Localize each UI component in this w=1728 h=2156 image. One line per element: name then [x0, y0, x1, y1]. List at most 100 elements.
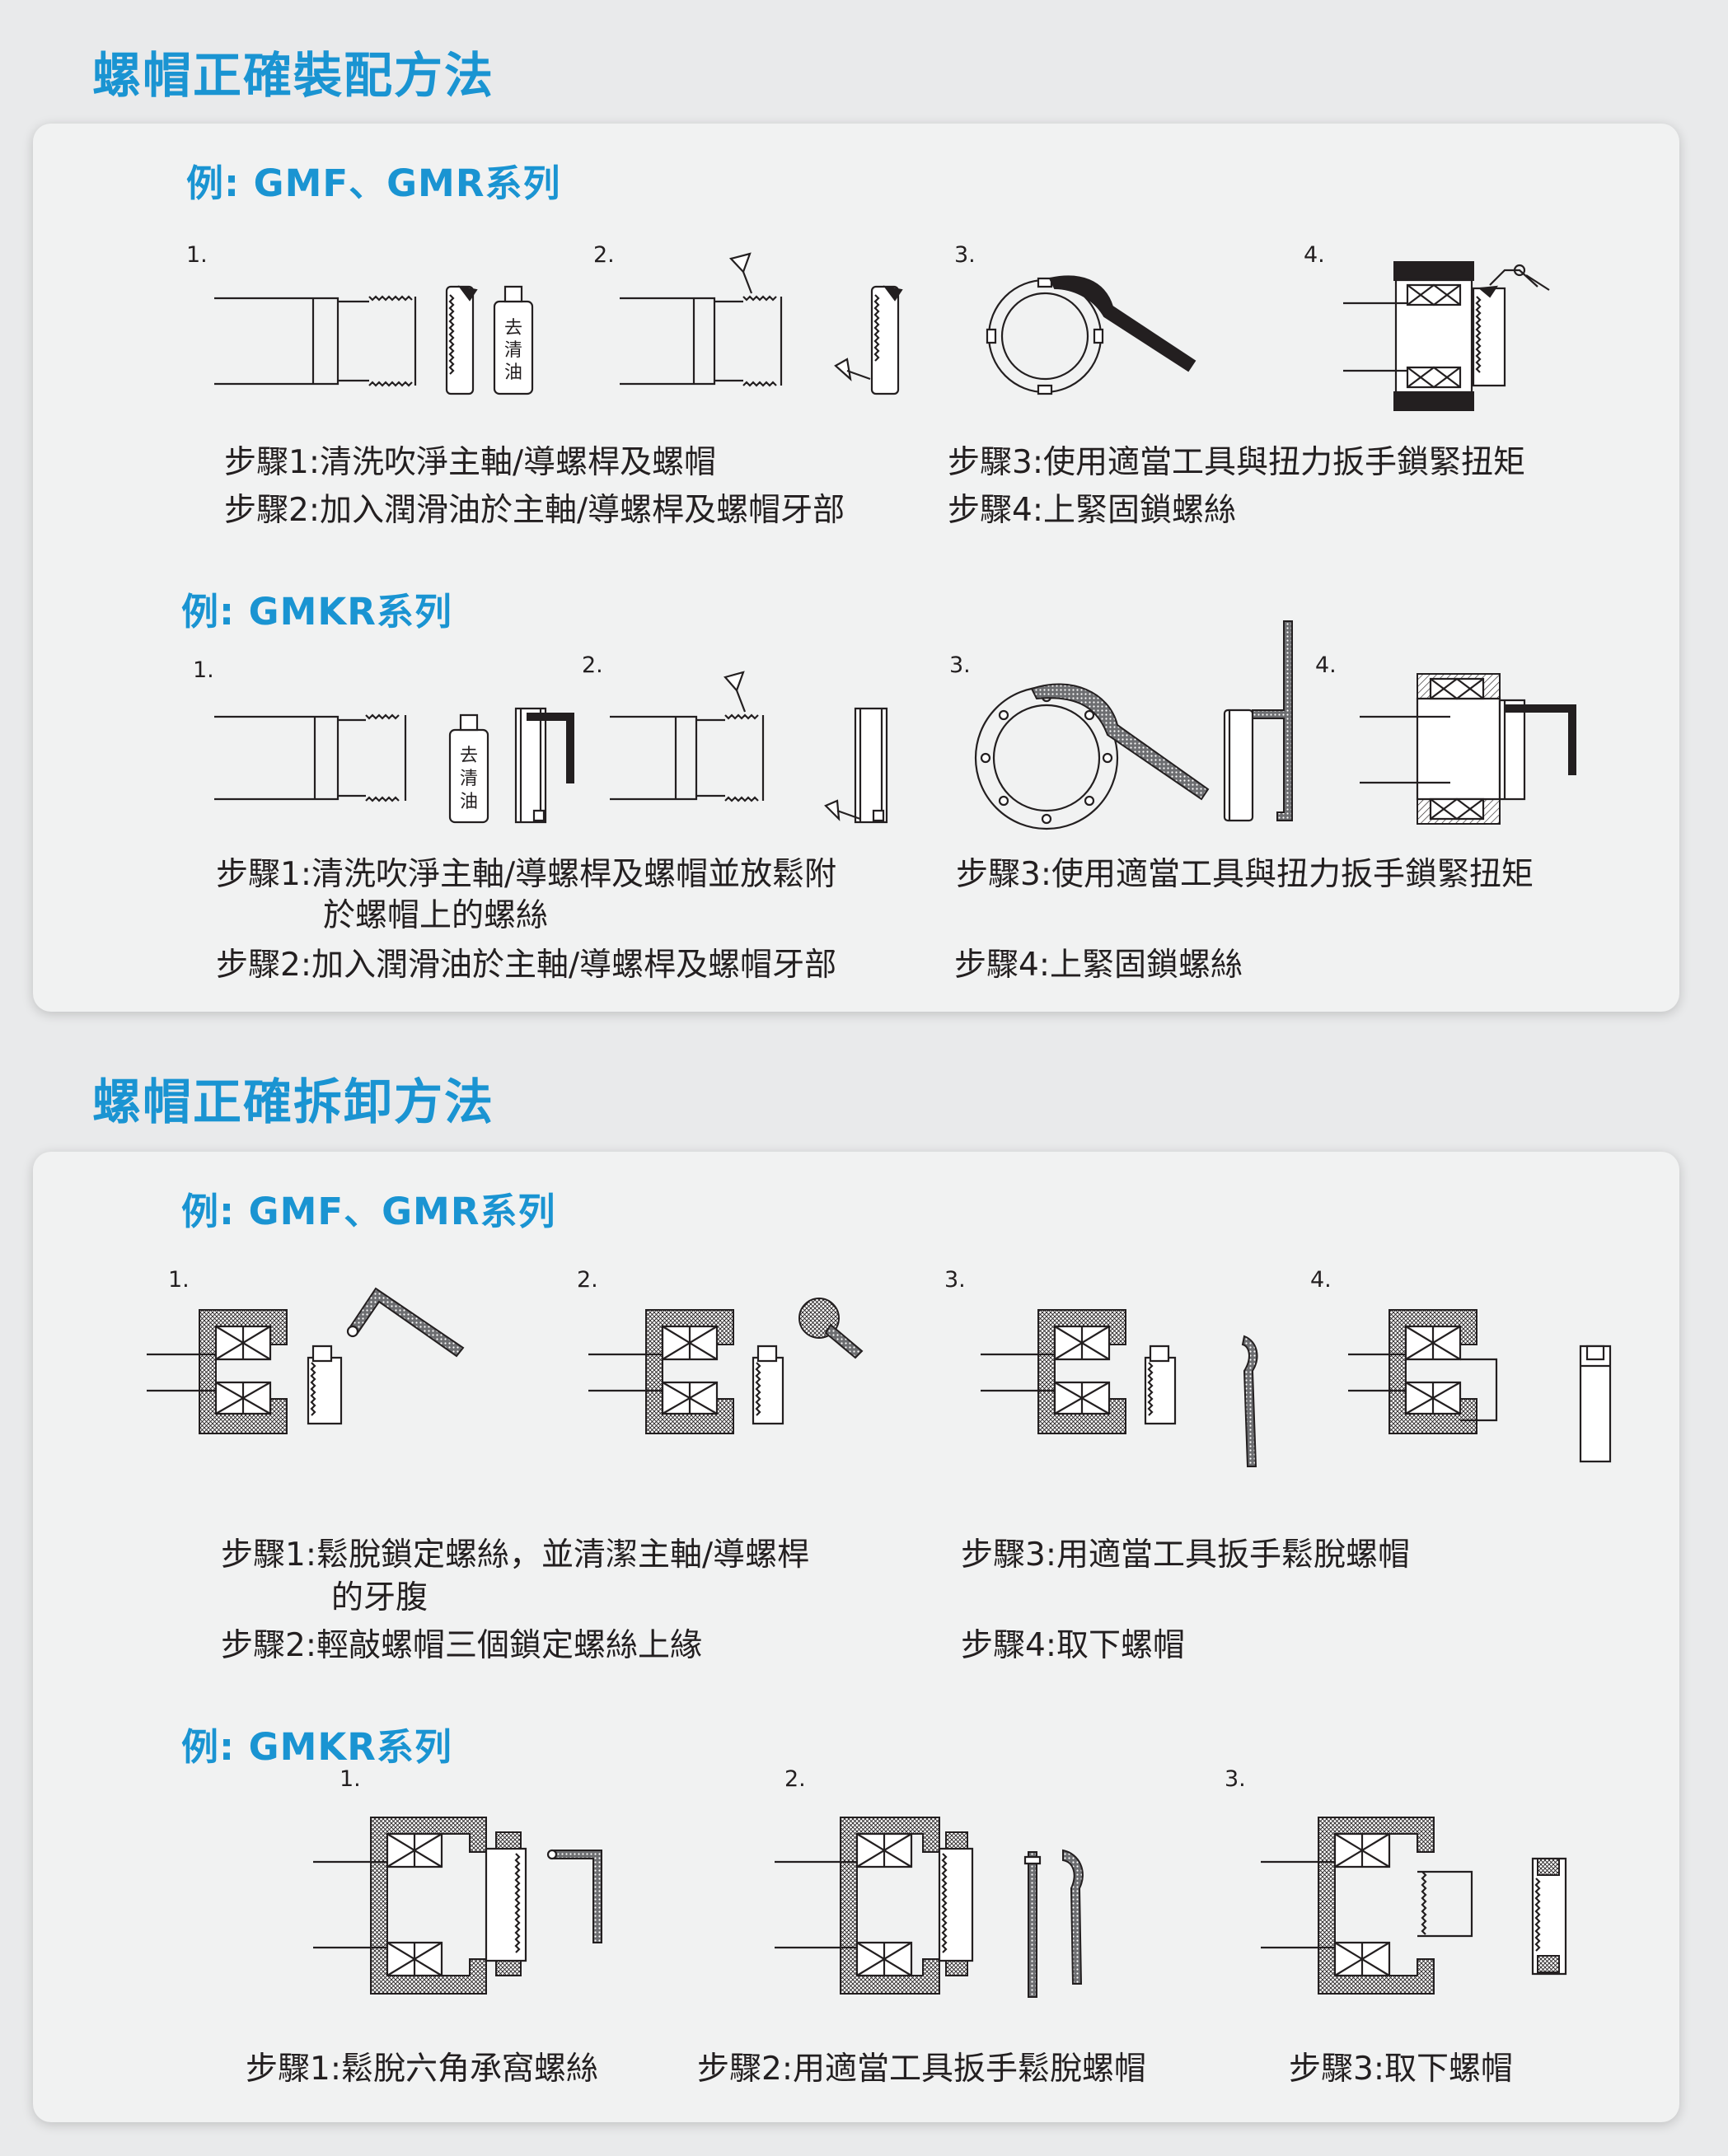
remove-gmf-step-number-1: 1.: [168, 1267, 190, 1293]
install-section-title: 螺帽正確裝配方法: [92, 47, 495, 104]
remove-gmf-tap-screw-figure: [580, 1275, 910, 1481]
bottle-label-char: 去: [504, 318, 522, 339]
hammer-icon: [799, 1298, 862, 1358]
nut-icon: [486, 1832, 526, 1976]
remove-gmkr-nut-removed-figure: [1236, 1803, 1566, 2017]
remove-gmf-step-number-4: 4.: [1310, 1267, 1332, 1293]
install-panel: 例: GMF、GMR系列 1. 2. 3. 4. 去 清 油: [33, 124, 1679, 1012]
shaft-icon: [214, 715, 405, 801]
remove-gmkr-loosen-screw-figure: [313, 1803, 626, 2017]
remove-gmf-step-2-text: 步驟2:輕敲螺帽三個鎖定螺絲上緣: [221, 1627, 702, 1664]
hex-key-icon: [348, 1288, 463, 1356]
bearing-housing-icon: [313, 1817, 486, 1994]
install-gmf-step-4-text: 步驟4:上緊固鎖螺絲: [948, 492, 1236, 529]
bearing-housing-icon: [1360, 674, 1500, 824]
install-gmkr-step-2-text: 步驟2:加入潤滑油於主軸/導螺桿及螺帽牙部: [216, 947, 837, 984]
bearing-housing-icon: [981, 1310, 1126, 1433]
install-gmf-step-number-3: 3.: [954, 242, 976, 268]
hook-spanner-icon: [1063, 1850, 1083, 1984]
install-gmkr-step-number-1: 1.: [193, 657, 214, 683]
install-gmf-locked-figure: [1343, 255, 1590, 420]
install-gmkr-step-4-text: 步驟4:上緊固鎖螺絲: [954, 947, 1243, 984]
torque-wrench-icon: [1025, 1852, 1040, 1997]
bearing-housing-icon: [1343, 262, 1473, 410]
nut-icon: [447, 287, 476, 394]
install-gmkr-step-number-2: 2.: [582, 652, 603, 678]
nut-icon: [516, 709, 546, 822]
install-gmf-clean-figure: 去 清 油: [214, 239, 560, 412]
shaft-icon: [610, 715, 763, 801]
install-gmkr-step-1-text: 步驟1:清洗吹淨主軸/導螺桿及螺帽並放鬆附: [216, 856, 837, 893]
install-gmf-step-number-2: 2.: [593, 242, 615, 268]
install-gmkr-step-3-text: 步驟3:使用適當工具與扭力扳手鎖緊扭矩: [956, 856, 1534, 893]
bottle-label-char: 去: [460, 746, 478, 766]
nut-icon: [1500, 700, 1524, 799]
nut-icon: [1580, 1346, 1610, 1461]
cleaning-oil-bottle-icon: 去 清 油: [450, 715, 488, 822]
install-gmkr-step-number-3: 3.: [949, 652, 971, 678]
remove-gmf-step-number-3: 3.: [944, 1267, 966, 1293]
torque-wrench-icon: [1253, 621, 1292, 821]
hook-spanner-icon: [1050, 276, 1195, 371]
install-gmf-step-1-text: 步驟1:清洗吹淨主軸/導螺桿及螺帽: [224, 444, 717, 481]
remove-gmkr-wrench-loosen-figure: [775, 1803, 1104, 2017]
install-gmf-step-number-1: 1.: [186, 242, 208, 268]
remove-gmkr-step-number-3: 3.: [1225, 1766, 1246, 1792]
oil-can-icon: [836, 359, 870, 379]
remove-panel: 例: GMF、GMR系列 1. 2. 3. 4.: [33, 1152, 1679, 2122]
nut-icon: [1145, 1346, 1175, 1424]
remove-section-title: 螺帽正確拆卸方法: [92, 1073, 495, 1130]
shaft-icon: [214, 297, 415, 386]
bearing-housing-icon: [775, 1817, 939, 1994]
bearing-housing-icon: [588, 1310, 733, 1433]
install-gmkr-title: 例: GMKR系列: [181, 590, 452, 634]
nut-icon: [1533, 1859, 1566, 1974]
install-gmf-title: 例: GMF、GMR系列: [186, 161, 561, 205]
install-gmkr-lubricate-figure: [610, 667, 906, 832]
remove-gmf-step-3-text: 步驟3:用適當工具扳手鬆脫螺帽: [961, 1536, 1410, 1574]
remove-gmkr-title: 例: GMKR系列: [181, 1725, 452, 1769]
bottle-label-char: 清: [504, 340, 522, 361]
nut-icon: [855, 709, 887, 822]
nut-icon: [1225, 710, 1253, 821]
install-gmkr-step-number-4: 4.: [1315, 652, 1337, 678]
install-gmkr-clean-figure: 去 清 油: [214, 684, 560, 832]
remove-gmf-wrench-loosen-figure: [981, 1275, 1277, 1481]
bottle-label-char: 油: [504, 362, 522, 383]
bearing-housing-icon: [1348, 1310, 1496, 1433]
install-gmf-step-number-4: 4.: [1304, 242, 1325, 268]
cleaning-oil-bottle-icon: 去 清 油: [494, 287, 532, 394]
install-gmkr-wrench-figure: [956, 618, 1335, 840]
bearing-housing-icon: [1261, 1817, 1472, 1994]
hook-spanner-icon: [1243, 1336, 1257, 1466]
hex-key-icon: [1506, 705, 1576, 774]
hex-key-icon: [1490, 265, 1549, 290]
remove-gmkr-step-1-text: 步驟1:鬆脫六角承窩螺絲: [246, 2051, 598, 2088]
nut-icon: [753, 1346, 783, 1424]
remove-gmf-step-number-2: 2.: [577, 1267, 598, 1293]
install-gmf-step-3-text: 步驟3:使用適當工具與扭力扳手鎖緊扭矩: [948, 444, 1525, 481]
nut-icon: [939, 1832, 972, 1976]
install-gmf-lubricate-figure: [620, 239, 916, 412]
remove-gmf-nut-removed-figure: [1348, 1275, 1645, 1481]
bearing-housing-icon: [147, 1310, 287, 1433]
nut-icon: [308, 1346, 341, 1424]
nut-icon: [872, 287, 901, 394]
oil-can-icon: [826, 801, 860, 819]
bottle-label-char: 油: [460, 792, 478, 812]
remove-gmf-step-4-text: 步驟4:取下螺帽: [961, 1627, 1185, 1664]
hex-key-icon: [527, 713, 574, 783]
remove-gmf-loosen-screw-figure: [147, 1275, 493, 1481]
remove-gmkr-step-2-text: 步驟2:用適當工具扳手鬆脫螺帽: [697, 2051, 1146, 2088]
round-nut-icon: [987, 278, 1103, 394]
oil-can-icon: [731, 254, 752, 293]
hook-spanner-icon: [1032, 684, 1208, 799]
oil-can-icon: [725, 672, 745, 712]
bottle-label-char: 清: [460, 769, 478, 789]
remove-gmf-step-1-text: 步驟1:鬆脫鎖定螺絲，並清潔主軸/導螺桿: [221, 1536, 810, 1574]
install-gmkr-step-1-text-cont: 於螺帽上的螺絲: [323, 897, 549, 934]
remove-gmf-step-1-text-cont: 的牙腹: [331, 1579, 428, 1616]
install-gmf-step-2-text: 步驟2:加入潤滑油於主軸/導螺桿及螺帽牙部: [224, 492, 845, 529]
install-gmf-wrench-figure: [981, 264, 1228, 404]
remove-gmf-title: 例: GMF、GMR系列: [181, 1190, 556, 1233]
